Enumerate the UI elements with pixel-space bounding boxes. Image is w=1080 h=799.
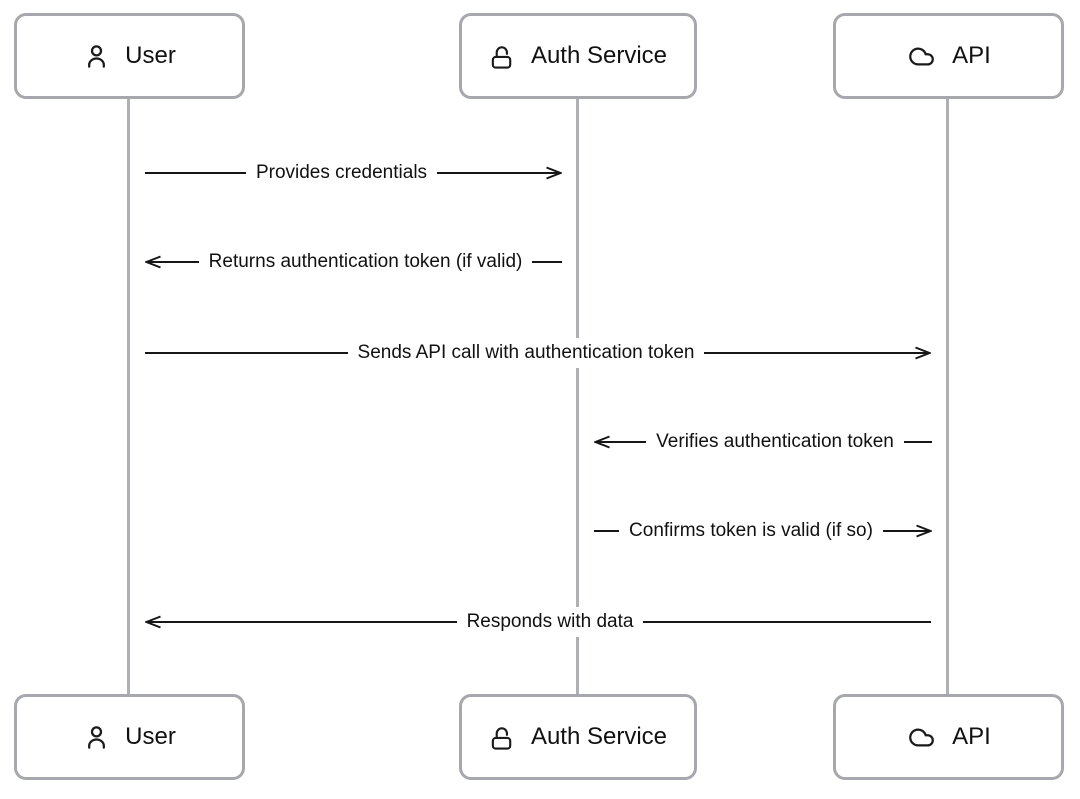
message-returns-token: Returns authentication token (if valid) — [129, 247, 578, 277]
message-verifies-token: Verifies authentication token — [578, 427, 948, 457]
actor-label: User — [125, 723, 176, 750]
message-line — [169, 621, 457, 623]
arrowhead-right-icon — [907, 346, 931, 360]
unlock-icon — [489, 43, 516, 70]
arrowhead-left-icon — [594, 435, 618, 449]
actor-box-user-bottom: User — [14, 694, 245, 780]
cloud-icon — [906, 43, 937, 70]
message-line — [643, 621, 932, 623]
cloud-icon — [906, 724, 937, 751]
arrowhead-right-icon — [538, 166, 562, 180]
actor-box-api-bottom: API — [833, 694, 1064, 780]
actor-box-auth-service-top: Auth Service — [459, 13, 697, 99]
message-line — [594, 530, 620, 532]
message-provides-credentials: Provides credentials — [129, 158, 578, 188]
user-icon — [83, 43, 110, 70]
actor-box-user-top: User — [14, 13, 245, 99]
lifeline-api — [946, 99, 949, 694]
unlock-icon — [489, 724, 516, 751]
message-label: Sends API call with authentication token — [347, 338, 705, 368]
message-confirms-token: Confirms token is valid (if so) — [578, 516, 948, 546]
user-icon — [83, 724, 110, 751]
arrowhead-left-icon — [145, 255, 169, 269]
message-label: Verifies authentication token — [646, 427, 904, 457]
message-label: Provides credentials — [245, 158, 438, 188]
actor-label: API — [952, 42, 991, 69]
actor-label: User — [125, 42, 176, 69]
message-line — [169, 261, 199, 263]
message-line — [145, 352, 348, 354]
message-line — [618, 441, 647, 443]
message-line — [704, 352, 907, 354]
actor-box-auth-service-bottom: Auth Service — [459, 694, 697, 780]
message-label: Returns authentication token (if valid) — [198, 247, 533, 277]
arrowhead-right-icon — [908, 524, 932, 538]
message-responds-with-data: Responds with data — [129, 607, 947, 637]
arrowhead-left-icon — [145, 615, 169, 629]
message-line — [882, 530, 908, 532]
message-line — [903, 441, 933, 443]
lifeline-auth-service — [576, 99, 579, 694]
actor-label: Auth Service — [530, 42, 668, 69]
message-label: Confirms token is valid (if so) — [619, 516, 883, 546]
message-line — [437, 172, 538, 174]
actor-box-api-top: API — [833, 13, 1064, 99]
actor-label: Auth Service — [530, 723, 668, 750]
message-line — [532, 261, 563, 263]
message-label: Responds with data — [456, 607, 644, 637]
lifeline-user — [127, 99, 130, 694]
actor-label: API — [952, 723, 991, 750]
message-sends-api-call: Sends API call with authentication token — [129, 338, 947, 368]
message-line — [145, 172, 246, 174]
